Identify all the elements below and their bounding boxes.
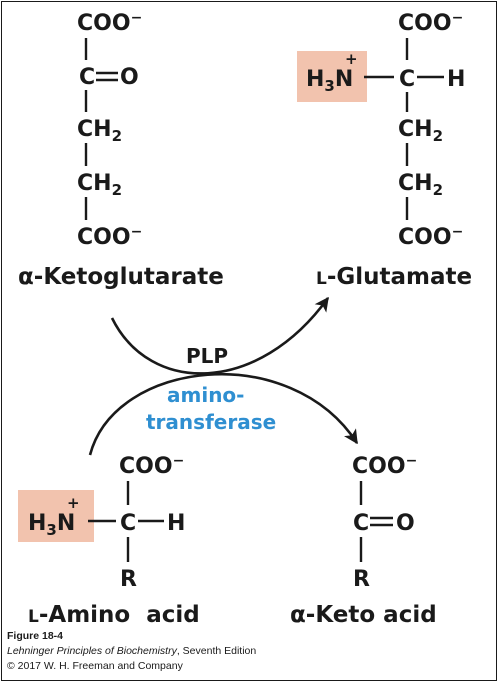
side-chain-r: R — [120, 567, 137, 592]
hydrogen-atom: H — [167, 511, 185, 536]
copyright-line: © 2017 W. H. Freeman and Company — [7, 660, 183, 672]
bottom-carboxylate: COO− — [77, 224, 142, 250]
methylene-group: CH2 — [77, 171, 122, 199]
top-carboxylate: COO− — [398, 10, 463, 36]
positive-charge: + — [345, 50, 358, 68]
compound-name-l-amino-acid: L-Amino acid — [28, 602, 200, 628]
arrow-to-keto-acid — [88, 372, 359, 456]
alpha-carbon: C — [120, 511, 136, 536]
methylene-group: CH2 — [398, 171, 443, 199]
ammonium-group: H3N — [306, 67, 353, 95]
carbonyl-carbon: C — [79, 65, 95, 90]
top-carboxylate: COO− — [352, 453, 417, 479]
methylene-group: CH2 — [77, 117, 122, 145]
top-carboxylate: COO− — [119, 453, 184, 479]
arrow-to-glutamate — [110, 296, 330, 375]
enzyme-label-line1: amino- — [167, 383, 244, 407]
carbonyl-carbon: C — [353, 511, 369, 536]
book-citation: Lehninger Principles of Biochemistry, Se… — [7, 645, 256, 657]
alpha-keto-acid-structure: COO− C O R α-Keto acid — [290, 453, 437, 628]
ammonium-highlight — [297, 51, 367, 102]
alpha-carbon: C — [399, 67, 415, 92]
carbonyl-oxygen: O — [396, 511, 415, 536]
cofactor-label: PLP — [186, 344, 228, 368]
book-edition: , Seventh Edition — [176, 645, 257, 657]
side-chain-r: R — [353, 567, 370, 592]
figure-number: Figure 18-4 — [7, 630, 64, 642]
bottom-carboxylate: COO− — [398, 224, 463, 250]
compound-name-l-glutamate: L-Glutamate — [316, 264, 472, 290]
carbonyl-oxygen: O — [120, 65, 139, 90]
ammonium-highlight — [18, 490, 94, 542]
compound-name-alpha-keto-acid: α-Keto acid — [290, 602, 437, 628]
top-carboxylate: COO− — [77, 10, 142, 36]
positive-charge: + — [67, 494, 80, 512]
enzyme-label-line2: transferase — [146, 410, 276, 434]
hydrogen-atom: H — [447, 67, 465, 92]
alpha-ketoglutarate-structure: COO− C O CH2 CH2 COO− α-Ketoglutarate — [18, 10, 224, 290]
ammonium-group: H3N — [28, 511, 75, 539]
methylene-group: CH2 — [398, 117, 443, 145]
book-title: Lehninger Principles of Biochemistry — [7, 645, 177, 657]
l-glutamate-structure: COO− H3N + C H CH2 CH2 COO− L-Glutamate — [297, 10, 472, 290]
compound-name-alpha-ketoglutarate: α-Ketoglutarate — [18, 264, 224, 290]
l-amino-acid-structure: COO− H3N + C H R L-Amino acid — [18, 453, 200, 628]
